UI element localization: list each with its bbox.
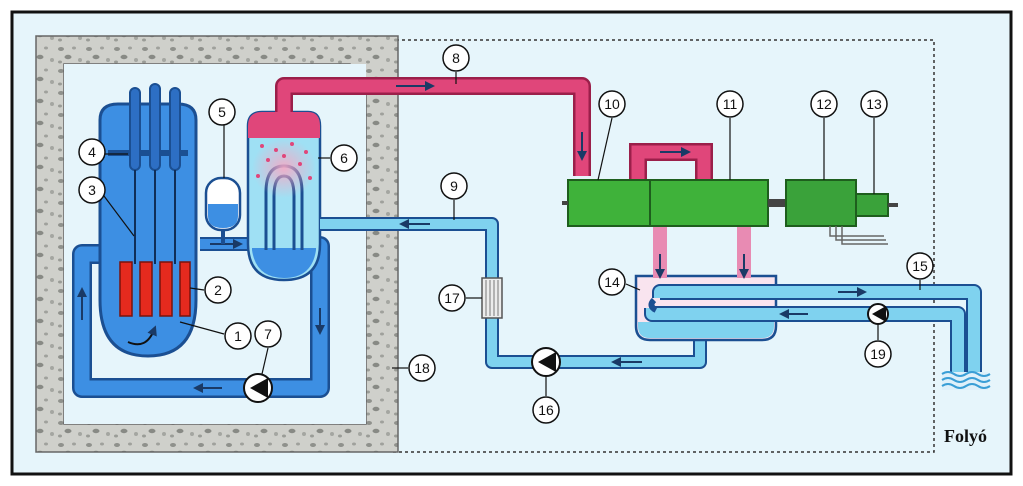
- steam-generator: [246, 110, 322, 282]
- callout-16: 16: [532, 396, 560, 424]
- callout-8: 8: [442, 44, 470, 72]
- fuel-assemblies: [119, 261, 191, 317]
- svg-text:2: 2: [214, 282, 222, 298]
- callout-5: 5: [208, 98, 236, 126]
- callout-9: 9: [440, 172, 468, 200]
- callout-6: 6: [330, 144, 358, 172]
- callout-4: 4: [78, 138, 106, 166]
- svg-text:3: 3: [88, 182, 96, 198]
- svg-text:13: 13: [866, 96, 882, 112]
- callout-leaders: [103, 72, 921, 396]
- callout-7: 7: [254, 320, 282, 348]
- callout-10: 10: [598, 90, 626, 118]
- svg-text:9: 9: [450, 178, 458, 194]
- svg-text:16: 16: [538, 402, 554, 418]
- svg-text:1: 1: [234, 328, 242, 344]
- svg-text:18: 18: [414, 360, 430, 376]
- reactor-vessel: [98, 83, 198, 358]
- cooling-loop: [644, 284, 982, 374]
- svg-text:8: 8: [452, 50, 460, 66]
- river-label: Folyó: [944, 426, 987, 446]
- svg-text:5: 5: [218, 104, 226, 120]
- svg-text:15: 15: [912, 258, 928, 274]
- callout-15: 15: [906, 252, 934, 280]
- callout-18: 18: [408, 354, 436, 382]
- callout-17: 17: [438, 284, 466, 312]
- river: Folyó: [941, 371, 991, 446]
- feedwater-line: [320, 217, 707, 369]
- callout-13: 13: [860, 90, 888, 118]
- generator: [785, 179, 898, 245]
- svg-text:10: 10: [604, 96, 620, 112]
- callout-3: 3: [78, 176, 106, 204]
- svg-text:6: 6: [340, 150, 348, 166]
- turbine: [562, 179, 786, 227]
- preheater: [481, 277, 503, 319]
- callout-12: 12: [810, 90, 838, 118]
- svg-text:7: 7: [264, 326, 272, 342]
- pressurizer: [204, 176, 242, 244]
- steam-line: [275, 77, 713, 180]
- pump-cooling: [867, 303, 889, 325]
- svg-text:11: 11: [723, 96, 738, 112]
- callouts: 1 2 3 4 5 6 7 8 9 10 11 12 13 14 15 16 1…: [78, 44, 934, 424]
- pump-feedwater: [531, 347, 561, 377]
- callout-11: 11: [716, 90, 744, 118]
- svg-text:19: 19: [870, 346, 886, 362]
- svg-text:17: 17: [444, 290, 460, 306]
- pump-primary: [243, 373, 273, 403]
- svg-text:12: 12: [816, 96, 832, 112]
- callout-2: 2: [204, 276, 232, 304]
- svg-text:4: 4: [88, 144, 96, 160]
- callout-1: 1: [224, 322, 252, 350]
- callout-14: 14: [598, 268, 626, 296]
- svg-text:14: 14: [604, 274, 620, 290]
- callout-19: 19: [864, 340, 892, 368]
